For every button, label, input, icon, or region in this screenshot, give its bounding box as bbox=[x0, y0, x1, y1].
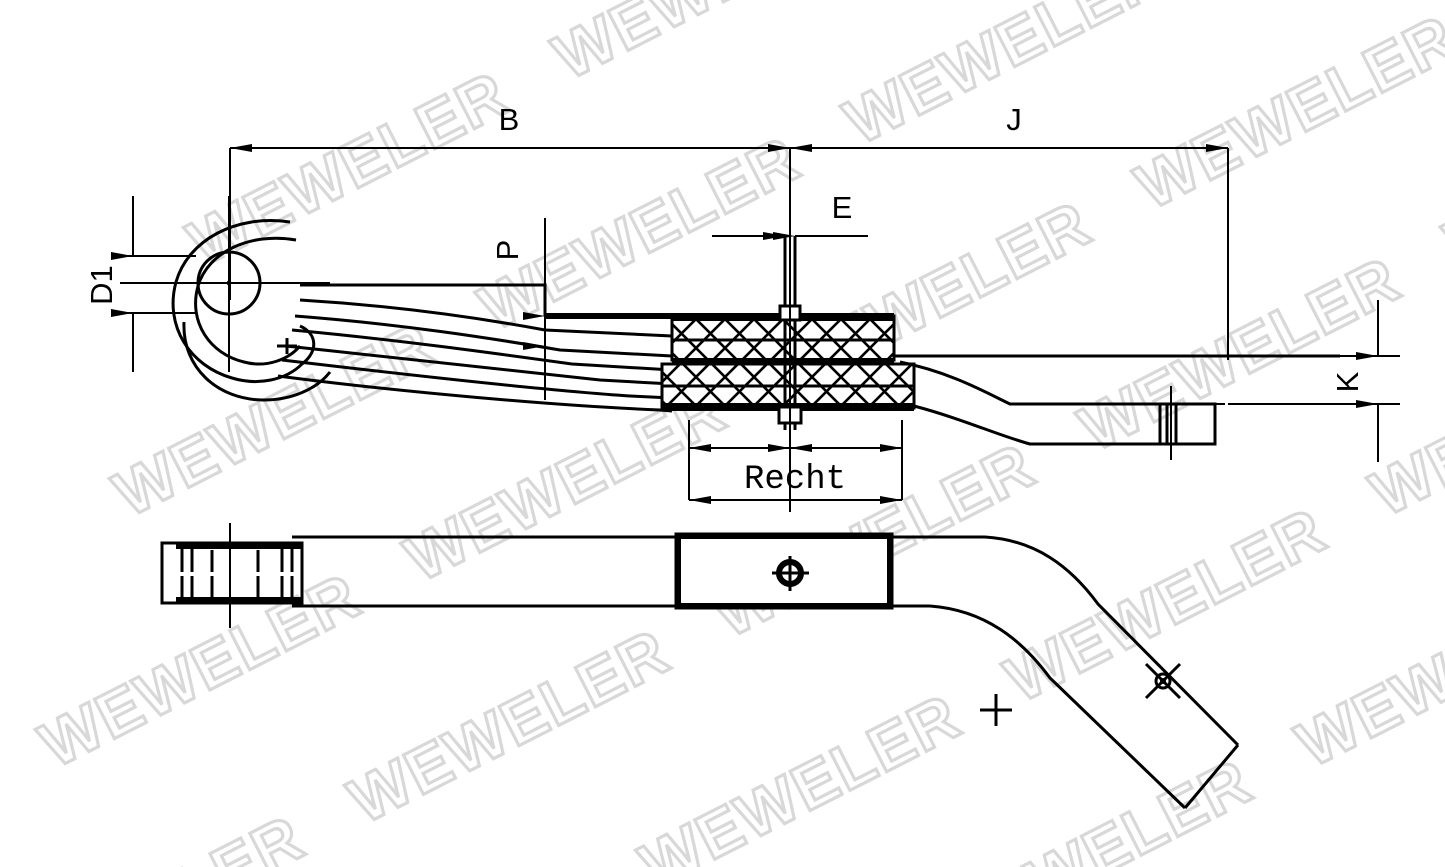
tail-hole-marker bbox=[1144, 662, 1182, 700]
dimension-B-J-group: B J bbox=[229, 102, 1229, 360]
eye-wrap-tail bbox=[299, 324, 316, 366]
dimension-K-group: K bbox=[1228, 300, 1400, 462]
tail-end-face bbox=[1183, 744, 1240, 809]
right-arm-side-view bbox=[894, 354, 1340, 460]
plan-view-body bbox=[292, 532, 985, 610]
spring-eye-side-view bbox=[120, 196, 332, 402]
dimension-label-E: E bbox=[832, 190, 853, 225]
tail-hole-circle bbox=[1154, 672, 1172, 690]
dimension-label-P: P bbox=[490, 240, 525, 261]
eye-lower-arc bbox=[182, 321, 332, 402]
tail-inner-edge bbox=[929, 604, 1187, 810]
dimension-P-group: P bbox=[490, 218, 546, 400]
leaf-3-top-edge bbox=[285, 344, 673, 386]
plan-center-bolt-hole bbox=[772, 556, 809, 591]
dimension-label-J: J bbox=[1006, 102, 1022, 137]
leaf-4-top-edge bbox=[277, 374, 673, 413]
right-arm-end-bush bbox=[1158, 402, 1217, 446]
leaf-3-bottom-edge bbox=[281, 358, 673, 400]
center-clamp-group bbox=[660, 148, 916, 512]
leaf-2-bottom-edge bbox=[291, 328, 673, 372]
leaf-1-bottom-edge bbox=[299, 298, 673, 338]
right-arm-leaf-upper bbox=[899, 360, 1160, 406]
eye-outer-wrap bbox=[171, 219, 304, 383]
eye-inner-wrap bbox=[194, 236, 302, 366]
dimension-E-group: E bbox=[712, 190, 868, 240]
recht-dimension-group: Recht bbox=[688, 420, 903, 504]
right-arm-leaf-lower bbox=[913, 404, 1175, 446]
dimension-label-D1: D1 bbox=[84, 265, 119, 305]
reference-plus-marker bbox=[980, 694, 1012, 726]
recht-label: Recht bbox=[744, 461, 846, 499]
plan-view-eye bbox=[160, 523, 304, 628]
plan-clamp-plate bbox=[674, 532, 894, 610]
tail-hole-center-dot bbox=[1160, 678, 1166, 684]
leaf-stack-side-view bbox=[277, 283, 673, 413]
dimension-label-B: B bbox=[499, 102, 520, 137]
clamp-upper-hatch-block bbox=[670, 314, 896, 362]
tail-outer-edge bbox=[984, 535, 1240, 747]
plan-view-bent-tail bbox=[929, 535, 1240, 810]
leaf-1-top-edge bbox=[300, 283, 672, 317]
dimension-label-K: K bbox=[1330, 371, 1365, 392]
eye-center-dot bbox=[226, 280, 232, 286]
dimension-D1-group: D1 bbox=[84, 196, 196, 372]
